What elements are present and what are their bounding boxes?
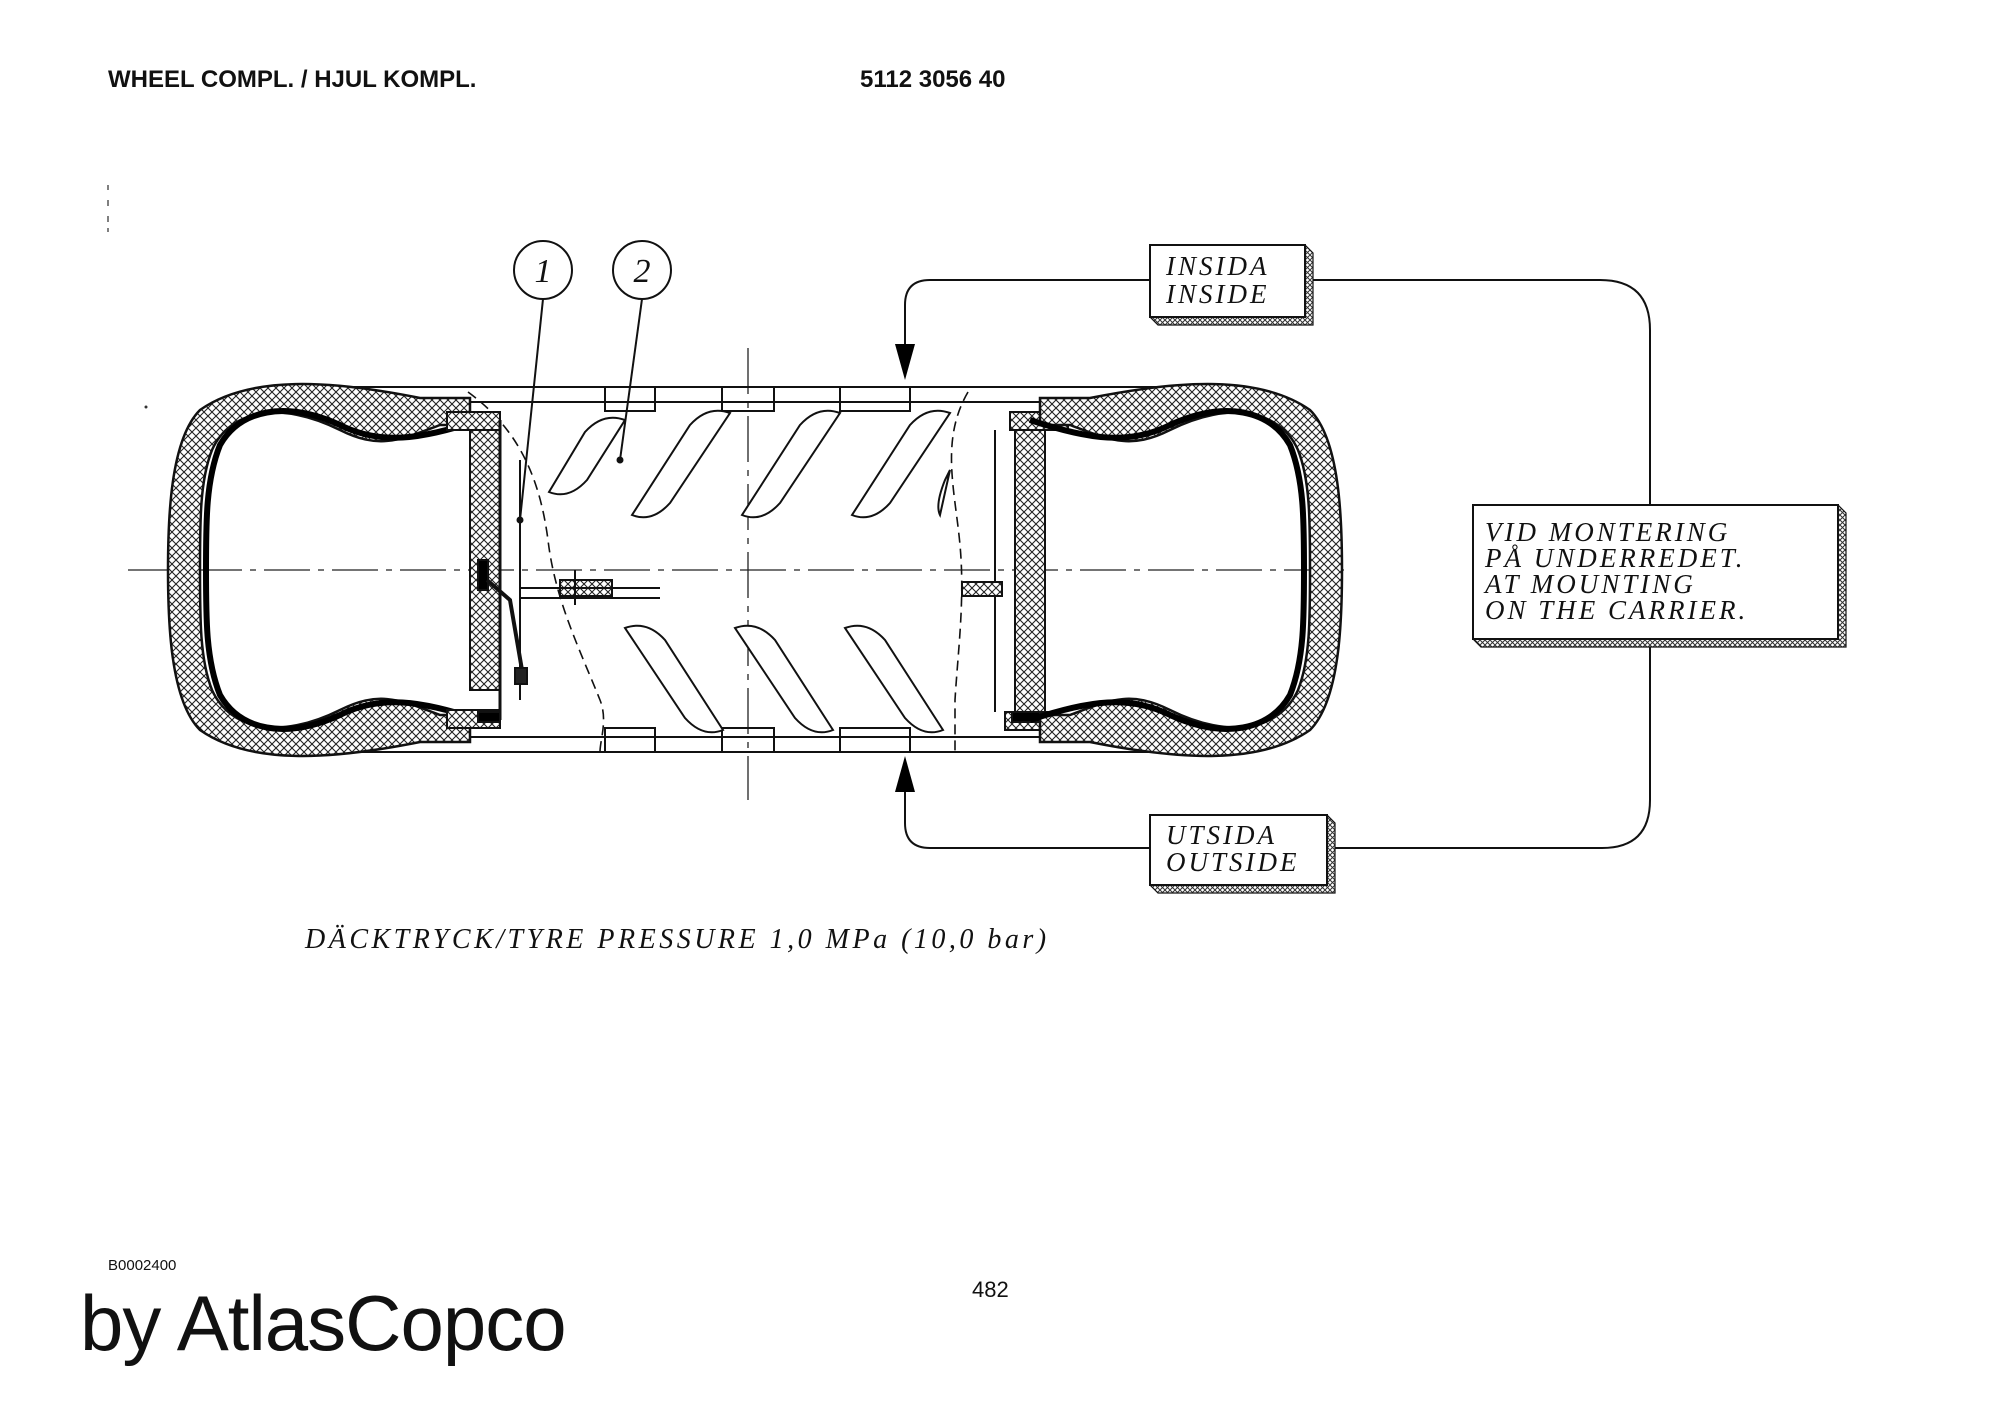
section-break-lines — [467, 391, 969, 753]
outside-box — [1149, 814, 1336, 894]
outside-label-sv: UTSIDA — [1166, 820, 1277, 850]
outside-arrow — [895, 756, 915, 792]
right-rim-flange — [961, 411, 1069, 731]
tyre-pressure-spec: DÄCKTRYCK/TYRE PRESSURE 1,0 MPa (10,0 ba… — [304, 924, 1050, 955]
drawing-code: B0002400 — [108, 1257, 177, 1274]
note-line-3: AT MOUNTING — [1483, 569, 1696, 599]
center-lines — [128, 348, 1345, 800]
leader-lines — [904, 279, 1651, 849]
part-number: 5112 3056 40 — [860, 66, 1006, 93]
brand-logo-text: by AtlasCopco — [80, 1279, 567, 1367]
page-number: 482 — [972, 1277, 1009, 1302]
note-line-1: VID MONTERING — [1485, 517, 1730, 547]
callout-1 — [513, 240, 573, 524]
outside-label-en: OUTSIDE — [1166, 847, 1300, 877]
inside-arrow — [895, 344, 915, 380]
callout-2-label: 2 — [634, 253, 651, 290]
callout-1-label: 1 — [535, 253, 552, 290]
note-line-4: ON THE CARRIER. — [1485, 595, 1748, 625]
note-line-2: PÅ UNDERREDET. — [1484, 543, 1745, 573]
inside-label-en: INSIDE — [1165, 279, 1269, 309]
right-tyre — [1029, 382, 1344, 758]
inside-label-sv: INSIDA — [1165, 251, 1269, 281]
inside-box — [1149, 244, 1314, 326]
left-tyre — [166, 382, 481, 758]
tread-slots — [547, 409, 952, 734]
left-rim-flange — [446, 411, 528, 729]
valve-detail — [520, 570, 660, 605]
rim-outline — [300, 386, 1205, 753]
document-title: WHEEL COMPL. / HJUL KOMPL. — [108, 66, 477, 93]
mounting-note-box — [1472, 504, 1847, 648]
callout-2 — [612, 240, 672, 464]
